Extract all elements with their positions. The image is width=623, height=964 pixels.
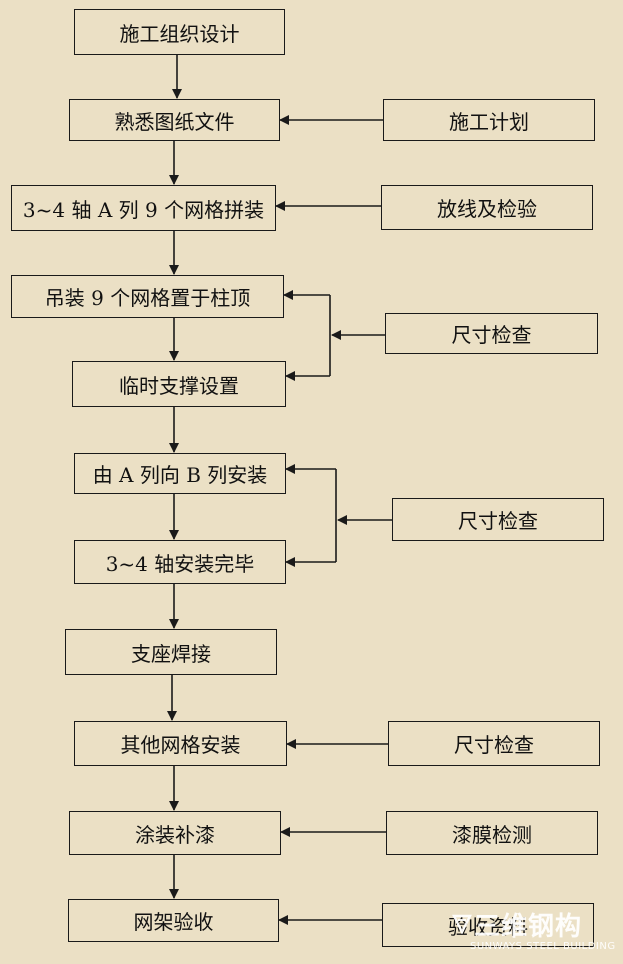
sunways-logo-icon: [452, 914, 472, 934]
step-acceptance: 网架验收: [68, 899, 279, 942]
watermark-name-cn: 三维钢构: [474, 912, 583, 942]
step-hoist-grids: 吊装 9 个网格置于柱顶: [11, 275, 284, 318]
step-install-a-to-b: 由 A 列向 B 列安装: [74, 453, 286, 494]
side-construction-plan: 施工计划: [383, 99, 595, 141]
watermark: 三维钢构 SUNWAYS STEEL BUILDING: [452, 906, 620, 962]
side-dimension-check-3: 尺寸检查: [388, 721, 600, 766]
step-install-complete: 3~4 轴安装完毕: [74, 540, 286, 584]
side-acceptance-documents: 验收资料: [382, 903, 594, 947]
step-temporary-support: 临时支撑设置: [72, 361, 286, 407]
step-construction-design: 施工组织设计: [74, 9, 285, 55]
step-familiarize-drawings: 熟悉图纸文件: [69, 99, 280, 141]
step-touch-up-paint: 涂装补漆: [69, 811, 281, 855]
watermark-name-en: SUNWAYS STEEL BUILDING: [470, 941, 616, 952]
step-grid-assembly: 3~4 轴 A 列 9 个网格拼装: [11, 185, 276, 231]
side-layout-inspection: 放线及检验: [381, 185, 593, 230]
step-support-welding: 支座焊接: [65, 629, 277, 675]
side-film-inspection: 漆膜检测: [386, 811, 598, 855]
side-dimension-check-1: 尺寸检查: [385, 313, 598, 354]
side-dimension-check-2: 尺寸检查: [392, 498, 604, 541]
step-other-grids: 其他网格安装: [74, 721, 287, 766]
